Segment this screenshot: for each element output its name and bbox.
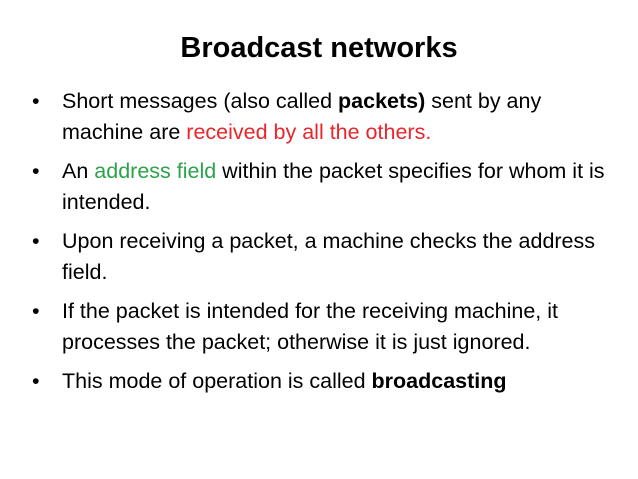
text-segment: within the packet specifies for whom it … xyxy=(62,159,605,214)
highlight-received-by-all: received by all the others. xyxy=(186,120,432,144)
text-segment: This mode of operation is called xyxy=(62,369,372,393)
bullet-icon: • xyxy=(32,159,40,183)
highlight-address-field: address field xyxy=(94,159,217,183)
bullet-item: • Short messages (also called packets) s… xyxy=(32,86,618,148)
bullet-item: • An address field within the packet spe… xyxy=(32,156,618,218)
text-segment: sent by any machine are xyxy=(62,89,542,144)
bullet-text: Short messages (also called packets) sen… xyxy=(62,89,541,144)
bullet-icon: • xyxy=(32,229,40,253)
bullet-item: • Upon receiving a packet, a machine che… xyxy=(32,226,618,288)
slide-title: Broadcast networks xyxy=(180,32,458,64)
text-segment: An xyxy=(62,159,95,183)
bullet-list: • Short messages (also called packets) s… xyxy=(32,86,618,405)
bullet-icon: • xyxy=(32,299,40,323)
bullet-item: • This mode of operation is called broad… xyxy=(32,366,618,397)
bullet-item: • If the packet is intended for the rece… xyxy=(32,296,618,358)
text-segment: Short messages (also called xyxy=(62,89,339,113)
bullet-text: An address field within the packet speci… xyxy=(62,159,605,214)
term-broadcasting: broadcasting xyxy=(371,369,507,393)
bullet-icon: • xyxy=(32,369,40,393)
term-packets: packets) xyxy=(338,89,426,113)
bullet-text: This mode of operation is called broadca… xyxy=(62,369,507,393)
bullet-text: If the packet is intended for the receiv… xyxy=(62,299,558,354)
bullet-icon: • xyxy=(32,89,40,113)
bullet-text: Upon receiving a packet, a machine check… xyxy=(62,229,596,284)
